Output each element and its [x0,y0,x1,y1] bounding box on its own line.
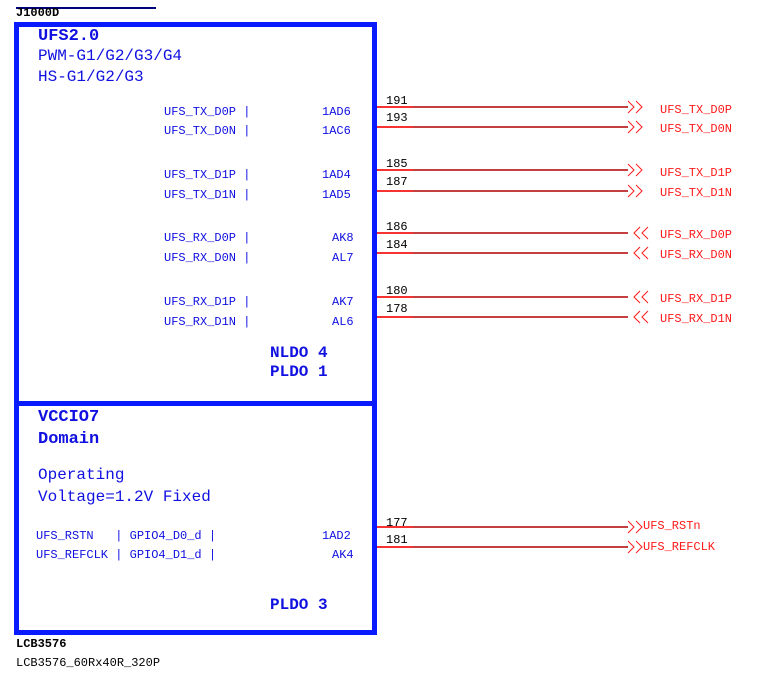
pin-name: UFS_RSTN | GPIO4_D0_d | [36,529,217,543]
off-page-connector-out [635,184,643,198]
vccio-op-line1: Operating [38,466,125,484]
net-label: UFS_RX_D0N [660,248,733,262]
pin-number: 185 [386,157,408,171]
pin-number: 181 [386,533,408,547]
ufs-mode-line2: HS-G1/G2/G3 [38,68,144,86]
pin-number: 191 [386,94,408,108]
ball-number: 1AD6 [322,105,351,119]
vccio-domain: Domain [38,430,100,449]
off-page-connector-in [633,310,641,324]
ball-number: 1AD4 [322,168,351,182]
pin-number: 187 [386,175,408,189]
off-page-connector-in [641,290,649,304]
pin-number: 184 [386,238,408,252]
ufs-title: UFS2.0 [38,27,100,46]
vccio-op-line2: Voltage=1.2V Fixed [38,488,211,506]
ball-number: 1AD2 [322,529,351,543]
pin-name: UFS_RX_D1N | [164,315,251,329]
net-label: UFS_TX_D1P [660,166,733,180]
pin-name: UFS_TX_D1P | [164,168,251,182]
off-page-connector-out [635,540,643,554]
pin-name: UFS_RX_D0P | [164,231,251,245]
off-page-connector-out [627,100,635,114]
off-page-connector-in [641,226,649,240]
vccio-title: VCCIO7 [38,408,100,427]
net-label: UFS_RX_D1N [660,312,733,326]
package-label: LCB3576_60Rx40R_320P [16,656,161,670]
pin-name: UFS_RX_D0N | [164,251,251,265]
vccio-power-line: PLDO 3 [270,596,328,614]
vccio-block [14,401,377,635]
symbol-top-stub [16,0,156,9]
pin-name: UFS_TX_D1N | [164,188,251,202]
off-page-connector-out [635,120,643,134]
ufs-power-line1: NLDO 4 [270,344,328,362]
pin-name: UFS_RX_D1P | [164,295,251,309]
ball-number: 1AD5 [322,188,351,202]
off-page-connector-out [635,520,643,534]
net-label: UFS_RSTn [643,519,701,533]
ball-number: AL6 [332,315,354,329]
off-page-connector-in [633,290,641,304]
net-label: UFS_TX_D0P [660,103,733,117]
pin-name: UFS_TX_D0P | [164,105,251,119]
ball-number: AK4 [332,548,354,562]
pin-number: 193 [386,111,408,125]
off-page-connector-out [627,520,635,534]
off-page-connector-out [627,163,635,177]
off-page-connector-out [635,163,643,177]
net-label: UFS_TX_D0N [660,122,733,136]
pin-number: 180 [386,284,408,298]
net-label: UFS_REFCLK [643,540,716,554]
ball-number: AK7 [332,295,354,309]
off-page-connector-in [641,310,649,324]
net-label: UFS_TX_D1N [660,186,733,200]
ufs-mode-line1: PWM-G1/G2/G3/G4 [38,47,183,65]
pin-number: 186 [386,220,408,234]
off-page-connector-in [633,246,641,260]
net-label: UFS_RX_D0P [660,228,733,242]
ufs-power-line2: PLDO 1 [270,363,328,381]
pin-name: UFS_REFCLK | GPIO4_D1_d | [36,548,217,562]
off-page-connector-in [633,226,641,240]
pin-number: 178 [386,302,408,316]
ball-number: 1AC6 [322,124,351,138]
off-page-connector-in [641,246,649,260]
off-page-connector-out [627,120,635,134]
off-page-connector-out [627,184,635,198]
pin-name: UFS_TX_D0N | [164,124,251,138]
refdes-label: J1000D [16,6,60,20]
off-page-connector-out [627,540,635,554]
part-name-label: LCB3576 [16,637,67,651]
off-page-connector-out [635,100,643,114]
ball-number: AL7 [332,251,354,265]
ball-number: AK8 [332,231,354,245]
net-label: UFS_RX_D1P [660,292,733,306]
